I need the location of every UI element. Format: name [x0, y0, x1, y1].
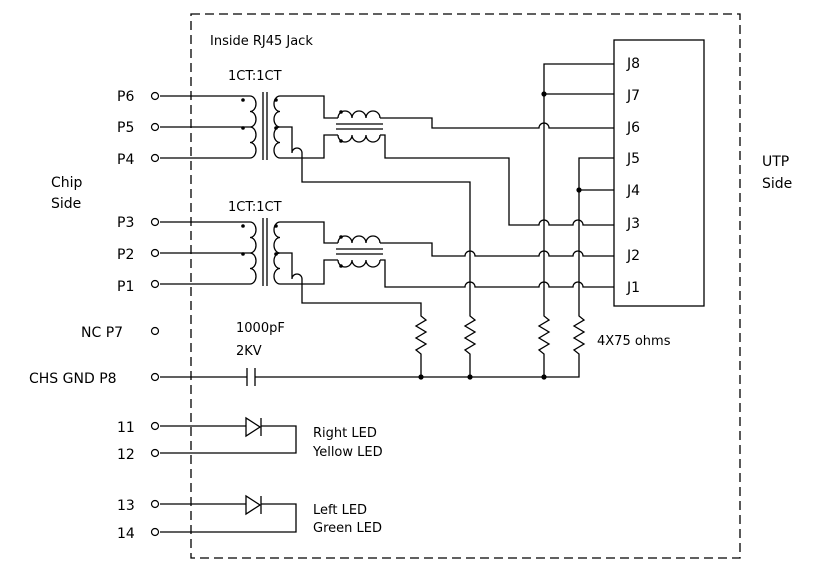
- led-left-label-2: Green LED: [313, 521, 382, 536]
- rj45-connector-box: [613, 39, 705, 307]
- wiring-upper: [160, 63, 614, 312]
- capacitor-voltage: 2KV: [236, 344, 262, 359]
- capacitor-value: 1000pF: [236, 321, 285, 336]
- choke-top-upper-coil: [337, 110, 381, 119]
- led-left: [160, 494, 297, 533]
- pin-13-terminal: [150, 499, 160, 509]
- led-right-diode-triangle: [245, 416, 262, 438]
- transformer-top-ratio: 1CT:1CT: [228, 69, 282, 84]
- led-right: [160, 416, 297, 454]
- pin-p5-label: P5: [117, 120, 134, 136]
- utp-side-label-1: UTP: [762, 154, 789, 170]
- pin-p1-terminal: [150, 279, 160, 289]
- chassis-ground-net: [160, 368, 580, 386]
- choke-bottom-upper-coil: [337, 235, 381, 244]
- chip-side-label-1: Chip: [51, 175, 83, 191]
- pin-p3-terminal: [150, 217, 160, 227]
- pin-11-terminal: [150, 421, 160, 431]
- pin-p7-terminal: [150, 326, 160, 336]
- pin-p2-terminal: [150, 248, 160, 258]
- transformer-bottom-ratio: 1CT:1CT: [228, 200, 282, 215]
- pin-p6-label: P6: [117, 89, 134, 105]
- resistors-label: 4X75 ohms: [597, 334, 671, 349]
- pin-j7-label: J7: [626, 88, 640, 104]
- jack-boundary: [190, 13, 741, 559]
- pin-p1-label: P1: [117, 279, 134, 295]
- pin-14-terminal: [150, 527, 160, 537]
- pin-nc-p7-label: NC P7: [81, 325, 123, 341]
- wiring-lower: [160, 221, 614, 312]
- termination-resistors: [414, 312, 586, 376]
- transformer-bottom-primary-coil: [249, 221, 257, 285]
- pin-p3-label: P3: [117, 215, 134, 231]
- transformer-top-primary-coil: [249, 95, 257, 159]
- pin-p2-label: P2: [117, 247, 134, 263]
- pin-j6-label: J6: [626, 120, 640, 136]
- pin-p6-terminal: [150, 91, 160, 101]
- pin-11-label: 11: [117, 420, 135, 436]
- led-right-label-1: Right LED: [313, 426, 377, 441]
- pin-j1-label: J1: [626, 280, 640, 296]
- pin-14-label: 14: [117, 526, 135, 542]
- pin-j5-label: J5: [626, 151, 640, 167]
- chip-side-label-2: Side: [51, 196, 81, 212]
- pin-j8-label: J8: [626, 56, 640, 72]
- jack-label: Inside RJ45 Jack: [210, 34, 313, 49]
- pin-chs-gnd-p8-label: CHS GND P8: [29, 371, 117, 387]
- utp-side-label-2: Side: [762, 176, 792, 192]
- led-left-diode-triangle: [245, 494, 262, 516]
- pin-terminals: [150, 91, 160, 537]
- pin-j3-label: J3: [626, 216, 640, 232]
- pin-p5-terminal: [150, 122, 160, 132]
- choke-bottom-lower-coil: [337, 259, 381, 268]
- resistor-2: [463, 312, 477, 376]
- pin-13-label: 13: [117, 498, 135, 514]
- pin-j4-label: J4: [626, 183, 640, 199]
- pin-p8-terminal: [150, 372, 160, 382]
- pin-p4-label: P4: [117, 152, 134, 168]
- resistor-3: [537, 312, 551, 376]
- choke-top-lower-coil: [337, 134, 381, 143]
- resistor-4: [572, 312, 586, 376]
- led-right-label-2: Yellow LED: [312, 445, 383, 460]
- pin-p4-terminal: [150, 153, 160, 163]
- pin-12-label: 12: [117, 447, 135, 463]
- pin-j2-label: J2: [626, 248, 640, 264]
- led-left-label-1: Left LED: [313, 503, 367, 518]
- resistor-1: [414, 312, 428, 376]
- pin-12-terminal: [150, 448, 160, 458]
